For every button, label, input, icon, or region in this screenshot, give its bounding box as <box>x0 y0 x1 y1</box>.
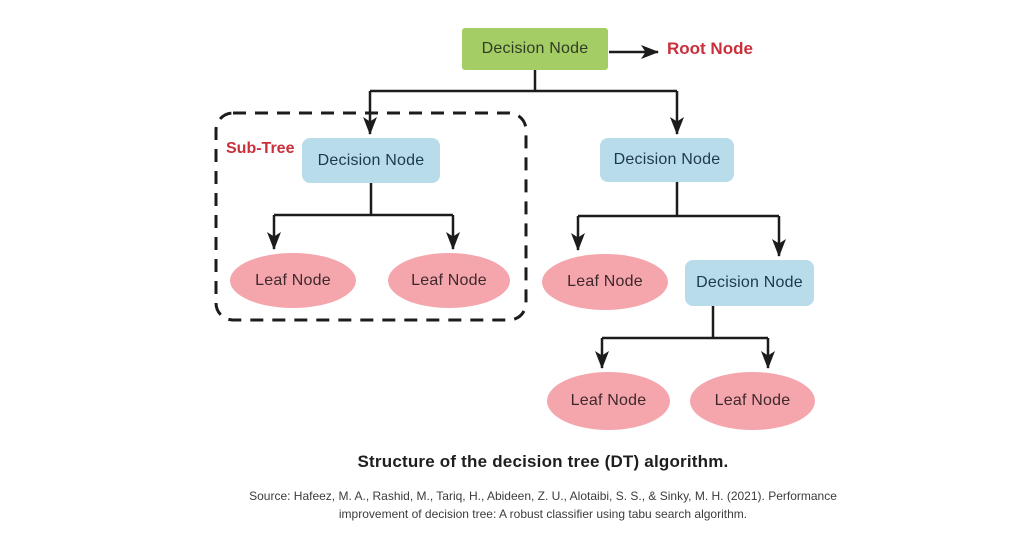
figure-source-line1: Source: Hafeez, M. A., Rashid, M., Tariq… <box>249 489 837 503</box>
right-leaf-node: Leaf Node <box>542 254 668 310</box>
bottom-leaf-node-left: Leaf Node <box>547 372 670 430</box>
figure-source-line2: improvement of decision tree: A robust c… <box>338 507 748 521</box>
figure-caption: Structure of the decision tree (DT) algo… <box>357 452 729 471</box>
figure-source: Source: Hafeez, M. A., Rashid, M., Tariq… <box>60 487 1024 523</box>
root-decision-node: Decision Node <box>462 28 608 70</box>
bottom-leaf-node-right: Leaf Node <box>690 372 815 430</box>
subtree-leaf-node-left: Leaf Node <box>230 253 356 308</box>
left-decision-node: Decision Node <box>302 138 440 183</box>
subtree-label: Sub-Tree <box>226 140 295 157</box>
figure-caption-block: Structure of the decision tree (DT) algo… <box>60 452 1024 523</box>
lower-decision-node: Decision Node <box>685 260 814 306</box>
subtree-leaf-node-right: Leaf Node <box>388 253 510 308</box>
right-decision-node: Decision Node <box>600 138 734 182</box>
root-node-annotation: Root Node <box>667 39 753 58</box>
